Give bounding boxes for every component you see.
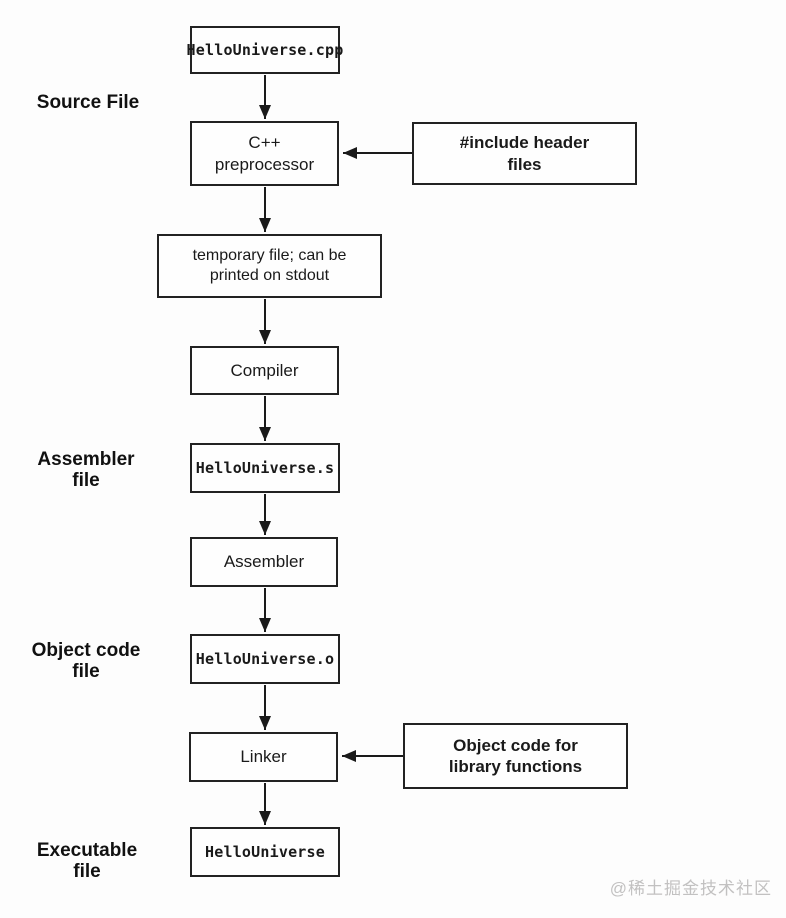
node-linker: Linker: [189, 732, 338, 782]
node-include-header-files: #include header files: [412, 122, 637, 185]
label-source-file: Source File: [36, 92, 140, 113]
node-source-file-box: HelloUniverse.cpp: [187, 26, 343, 74]
node-object-file-box: HelloUniverse.o: [190, 634, 340, 684]
node-library-object-code: Object code for library functions: [403, 723, 628, 789]
label-object-code-file: Object code file: [31, 640, 141, 682]
node-assembler-file-box: HelloUniverse.s: [190, 443, 340, 493]
node-compiler: Compiler: [190, 346, 339, 395]
node-temporary-file: temporary file; can be printed on stdout: [157, 234, 382, 298]
node-cpp-preprocessor: C++ preprocessor: [190, 121, 339, 186]
label-executable-file: Executable file: [36, 840, 138, 882]
watermark: @稀土掘金技术社区: [609, 879, 772, 898]
label-assembler-file: Assembler file: [37, 449, 135, 491]
node-assembler: Assembler: [190, 537, 338, 587]
node-executable-box: HelloUniverse: [190, 827, 340, 877]
